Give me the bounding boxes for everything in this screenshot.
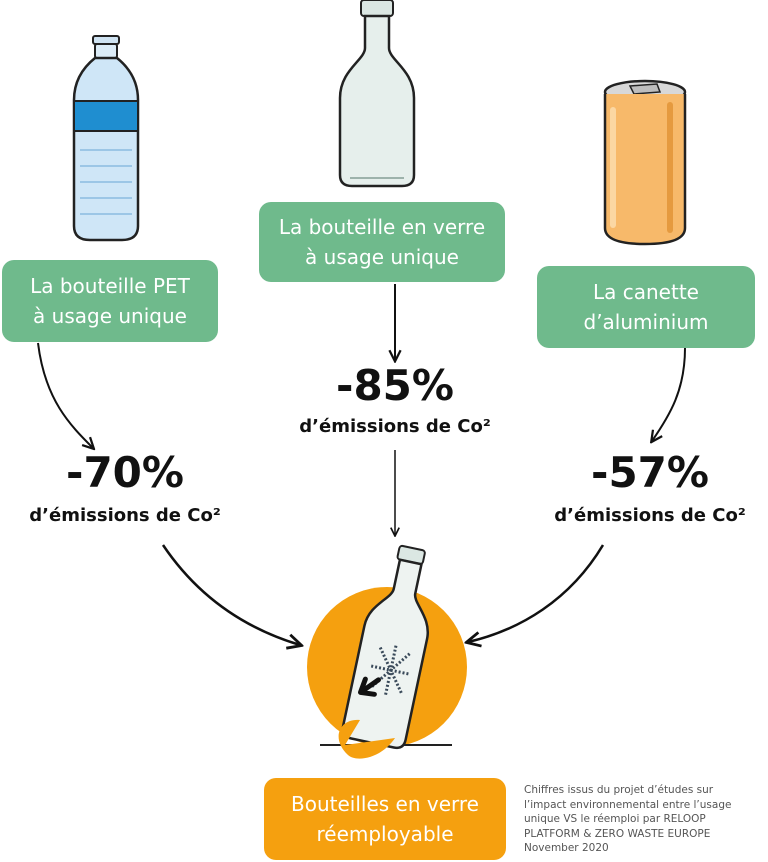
pet-box-line-1: La bouteille PET: [30, 274, 190, 298]
pet-percent: -70%: [66, 448, 184, 497]
arrow-pet-to-result: [161, 544, 300, 645]
credit-line-3: unique VS le réemploi par RELOOP: [524, 813, 706, 825]
result-line-1: Bouteilles en verre: [291, 792, 479, 816]
credit-line-2: l’impact environnemental entre l’usage: [524, 798, 732, 811]
reusable-bottles-box: Bouteilles en verre réemployable: [264, 778, 506, 860]
reusable-bottle-icon: [307, 544, 467, 759]
arrow-pet-to-percent: [37, 342, 93, 448]
aluminium-can-icon: [603, 79, 687, 246]
glass-bottle-icon: [338, 0, 416, 188]
credit-line-1: Chiffres issus du projet d’études sur: [524, 784, 714, 796]
result-line-2: réemployable: [316, 822, 454, 846]
can-emissions-label: d’émissions de Co²: [554, 505, 746, 526]
glass-bottle-box: La bouteille en verre à usage unique: [259, 202, 505, 282]
glass-box-line-2: à usage unique: [305, 245, 459, 269]
plastic-bottle-icon: [72, 35, 140, 242]
can-box-line-2: d’aluminium: [583, 310, 709, 334]
pet-emissions-label: d’émissions de Co²: [29, 505, 221, 526]
glass-percent: -85%: [336, 361, 454, 410]
glass-box-line-1: La bouteille en verre: [278, 215, 486, 239]
pet-box-line-2: à usage unique: [33, 304, 187, 328]
credit-line-5: November 2020: [524, 842, 609, 854]
credit-line-4: PLATFORM & ZERO WASTE EUROPE: [524, 827, 711, 840]
pet-bottle-box: La bouteille PET à usage unique: [2, 260, 218, 342]
can-percent: -57%: [591, 448, 709, 497]
arrow-can-to-percent: [652, 347, 686, 441]
glass-emissions-label: d’émissions de Co²: [299, 416, 491, 437]
aluminium-can-box: La canette d’aluminium: [537, 266, 755, 348]
source-credit: Chiffres issus du projet d’études sur l’…: [524, 783, 764, 856]
arrow-can-to-result: [468, 544, 605, 642]
arrows: [37, 284, 686, 645]
can-box-line-1: La canette: [593, 280, 699, 304]
